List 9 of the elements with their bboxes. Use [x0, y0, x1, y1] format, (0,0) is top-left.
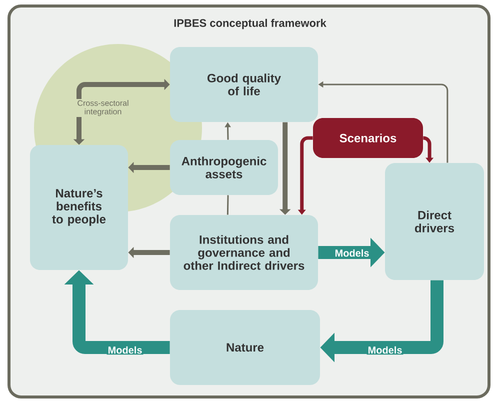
concept-box: Nature’s benefits to people: [30, 145, 128, 270]
title: IPBES conceptual framework: [174, 18, 326, 30]
edge-label: Cross-sectoral integration: [71, 99, 135, 117]
scenario-box: Scenarios: [313, 118, 423, 158]
concept-box: Anthropogenic assets: [170, 140, 278, 195]
concept-box: Direct drivers: [385, 163, 484, 280]
concept-box: Institutions and governance and other Indirect drivers: [170, 215, 318, 290]
concept-box: Nature: [170, 310, 320, 385]
concept-box: Good quality of life: [170, 47, 318, 122]
